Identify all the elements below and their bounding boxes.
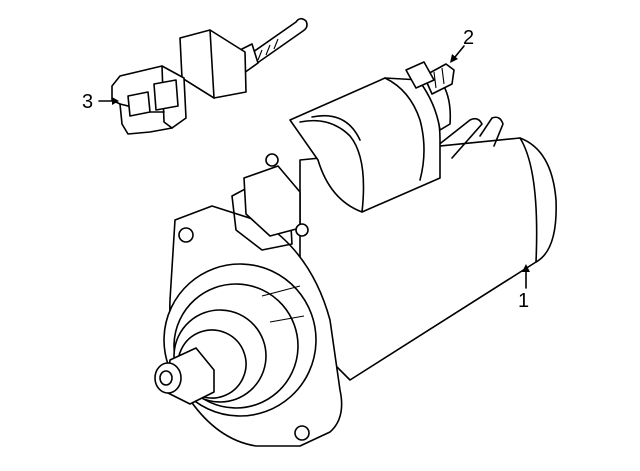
callout-3: 3 bbox=[82, 91, 94, 113]
starter-motor bbox=[154, 77, 557, 447]
connector-plug bbox=[111, 17, 308, 135]
arrowhead-3 bbox=[112, 97, 119, 105]
terminal-stud bbox=[405, 61, 455, 95]
callout-1: 1 bbox=[518, 290, 530, 312]
arrowhead-2 bbox=[450, 54, 458, 63]
leader-2 bbox=[454, 45, 465, 58]
arrowhead-1 bbox=[522, 264, 530, 272]
callout-2: 2 bbox=[463, 27, 475, 49]
leader-lines bbox=[98, 45, 530, 289]
